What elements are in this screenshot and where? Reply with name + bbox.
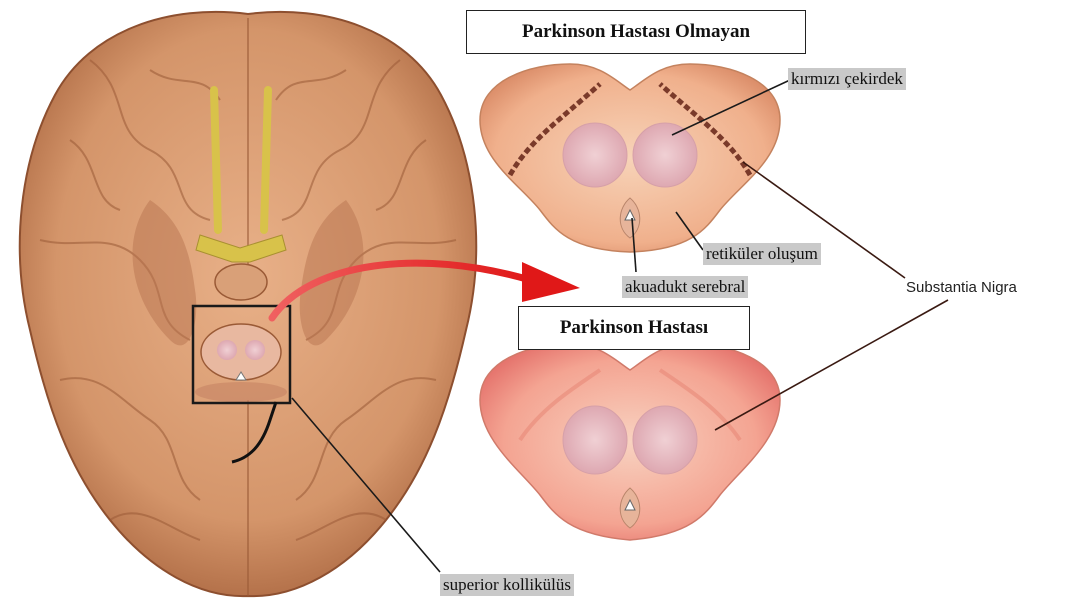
brain-illustration [20,12,476,596]
label-substantia-nigra: Substantia Nigra [906,279,1017,296]
label-aqueduct: akuadukt serebral [622,276,748,298]
title-healthy-text: Parkinson Hastası Olmayan [522,21,750,42]
section-patient [480,344,780,540]
label-reticular: retiküler oluşum [703,243,821,265]
title-patient: Parkinson Hastası [518,306,750,350]
label-red-nucleus: kırmızı çekirdek [788,68,906,90]
title-patient-text: Parkinson Hastası [560,317,708,338]
label-superior-colliculus: superior kollikülüs [440,574,574,596]
title-healthy: Parkinson Hastası Olmayan [466,10,806,54]
section-healthy [480,64,780,252]
